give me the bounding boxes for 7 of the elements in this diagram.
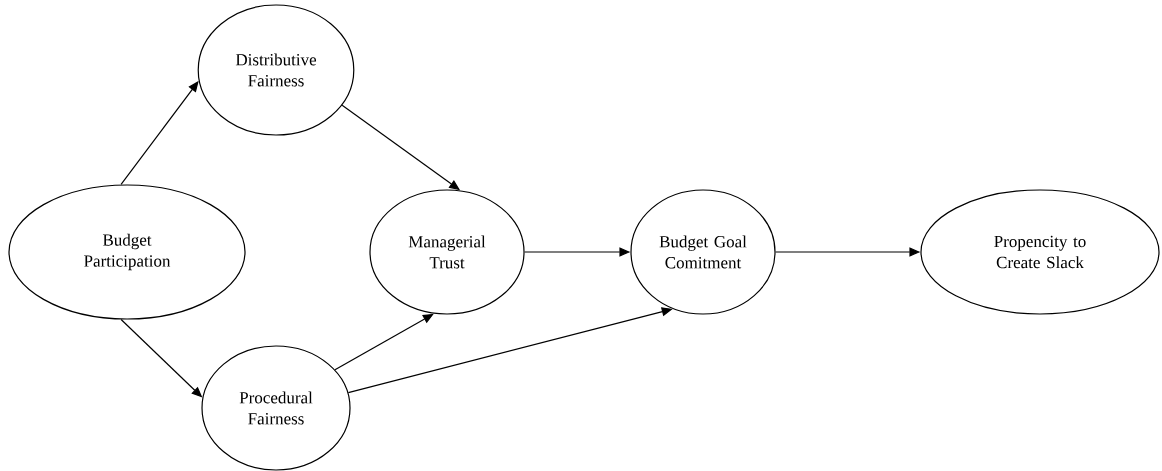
ellipse-node: Budget Goal Comitment (630, 189, 776, 315)
arrow (334, 313, 434, 371)
ellipse-node: Procedural Fairness (201, 345, 351, 471)
ellipse-node: Budget Participation (8, 184, 246, 320)
ellipse-node: Propencity to Create Slack (920, 189, 1160, 315)
ellipse-node: Distributive Fairness (197, 4, 355, 136)
ellipse-node: Managerial Trust (369, 189, 525, 315)
